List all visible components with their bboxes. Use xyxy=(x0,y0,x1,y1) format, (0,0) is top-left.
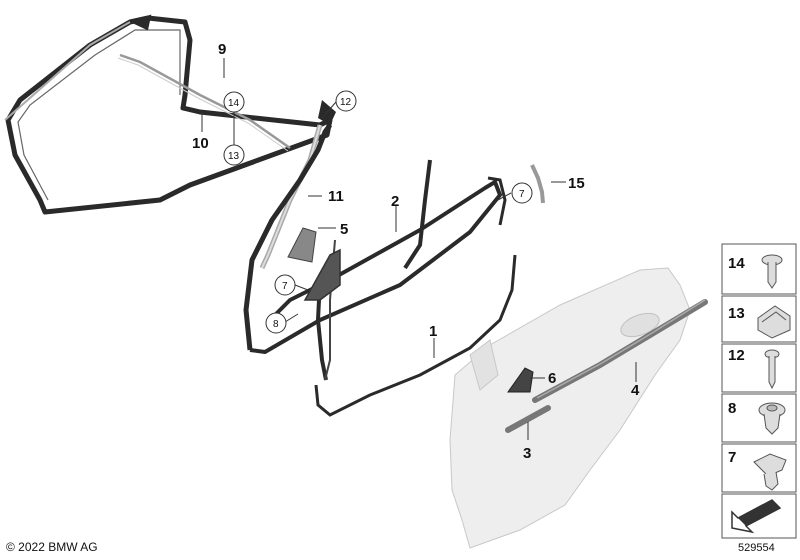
callout-11: 11 xyxy=(328,188,344,205)
door-panel xyxy=(449,267,691,549)
screw-icon xyxy=(761,254,783,289)
pillar-strip-11 xyxy=(259,124,323,270)
callout-5: 5 xyxy=(340,221,348,238)
callout-9: 9 xyxy=(218,41,226,58)
leader-lines xyxy=(201,58,637,440)
svg-text:7: 7 xyxy=(728,449,736,466)
trim-strip-15 xyxy=(530,164,545,204)
legend-item-arrow xyxy=(721,493,797,539)
triangle-trim-5 xyxy=(287,227,341,301)
callout-6: 6 xyxy=(548,370,556,387)
legend-item-13: 13 xyxy=(721,295,797,343)
belt-strip-4 xyxy=(532,299,708,403)
lower-strip-3 xyxy=(505,405,551,433)
callout-4: 4 xyxy=(631,382,640,399)
trim-strip-10 xyxy=(117,53,291,152)
clip-nut-icon xyxy=(757,305,791,339)
callout-8: 8 xyxy=(273,319,279,330)
expanding-clip-icon xyxy=(753,453,787,491)
trim-piece-6 xyxy=(507,367,534,393)
callout-1: 1 xyxy=(429,323,437,340)
legend-panel: 14 13 12 8 xyxy=(721,243,797,539)
callout-circles xyxy=(223,90,533,334)
callout-7-upper: 7 xyxy=(519,189,525,200)
svg-text:13: 13 xyxy=(728,305,745,322)
direction-arrow-icon xyxy=(731,499,782,534)
legend-item-14: 14 xyxy=(721,243,797,295)
diagram-number: 529554 xyxy=(738,542,775,554)
legend-item-7: 7 xyxy=(721,443,797,493)
svg-text:12: 12 xyxy=(728,347,745,364)
rivet-clip-icon xyxy=(758,402,786,435)
legend-item-8: 8 xyxy=(721,393,797,443)
screw-icon xyxy=(764,349,780,390)
callout-3: 3 xyxy=(523,445,531,462)
copyright-text: © 2022 BMW AG xyxy=(6,540,98,554)
callout-14: 14 xyxy=(228,98,240,109)
callout-15: 15 xyxy=(568,175,585,192)
callout-10: 10 xyxy=(192,135,209,152)
legend-item-12: 12 xyxy=(721,343,797,393)
frame-seal-upper xyxy=(4,14,336,215)
callout-13: 13 xyxy=(228,151,240,162)
callout-2: 2 xyxy=(391,193,399,210)
svg-text:14: 14 xyxy=(728,255,745,272)
callout-12: 12 xyxy=(340,97,352,108)
svg-text:8: 8 xyxy=(728,400,736,417)
callout-7-lower: 7 xyxy=(282,281,288,292)
